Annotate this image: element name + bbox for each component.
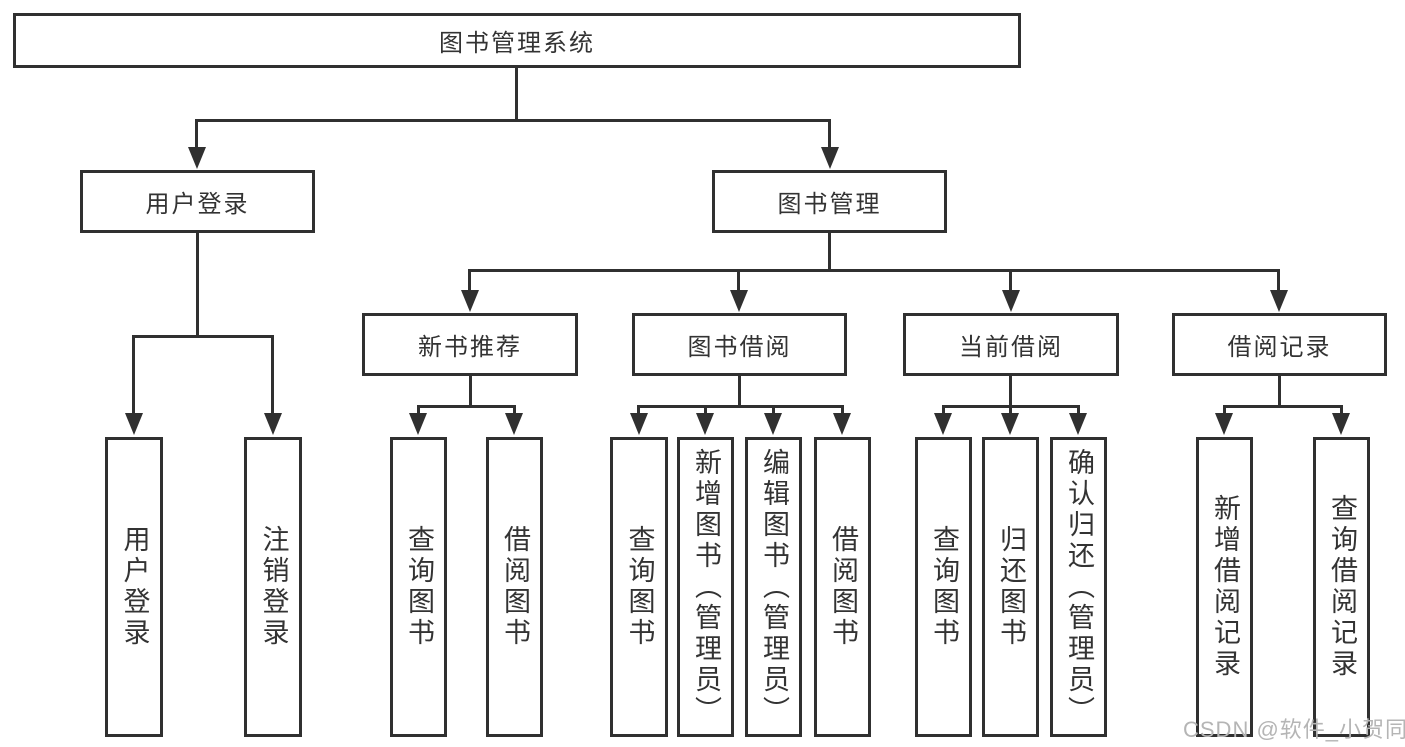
- arrowhead-down-icon: [1270, 290, 1288, 312]
- connector-line: [1277, 269, 1280, 292]
- connector-line: [828, 231, 831, 272]
- connector-line: [417, 405, 420, 417]
- leaf-label: 新增借阅记录: [1210, 494, 1240, 680]
- leaf-return-book: 归还图书: [982, 437, 1039, 737]
- leaf-label: 确认归还（管理员）: [1064, 447, 1094, 727]
- connector-line: [417, 405, 516, 408]
- leaf-label: 借阅图书: [500, 525, 530, 649]
- connector-line: [195, 119, 831, 122]
- leaf-label: 新增图书（管理员）: [691, 447, 721, 727]
- connector-line: [271, 335, 274, 415]
- leaf-label: 查询图书: [929, 525, 959, 649]
- node-user-login: 用户登录: [80, 170, 315, 233]
- connector-line: [468, 269, 471, 292]
- leaf-query-borrow-record: 查询借阅记录: [1313, 437, 1370, 737]
- leaf-label: 归还图书: [996, 525, 1026, 649]
- leaf-user-login: 用户登录: [105, 437, 163, 737]
- connector-line: [196, 231, 199, 338]
- connector-line: [1223, 405, 1226, 417]
- connector-line: [1077, 405, 1080, 417]
- leaf-label: 查询借阅记录: [1327, 494, 1357, 680]
- arrowhead-down-icon: [821, 147, 839, 169]
- connector-line: [737, 269, 740, 292]
- arrowhead-down-icon: [1001, 413, 1019, 435]
- leaf-confirm-return-admin: 确认归还（管理员）: [1050, 437, 1107, 737]
- arrowhead-down-icon: [696, 413, 714, 435]
- leaf-edit-book-admin: 编辑图书（管理员）: [745, 437, 802, 737]
- connector-line: [1223, 405, 1343, 408]
- connector-line: [942, 405, 945, 417]
- watermark: CSDN @软件_小贺同学: [1183, 717, 1405, 742]
- connector-line: [469, 374, 472, 408]
- connector-line: [132, 335, 274, 338]
- node-borrow-records: 借阅记录: [1172, 313, 1387, 376]
- leaf-label: 借阅图书: [828, 525, 858, 649]
- connector-line: [828, 119, 831, 150]
- leaf-query-books-current: 查询图书: [915, 437, 972, 737]
- node-current-borrow: 当前借阅: [903, 313, 1119, 376]
- arrowhead-down-icon: [1332, 413, 1350, 435]
- node-new-book-recommend: 新书推荐: [362, 313, 578, 376]
- arrowhead-down-icon: [730, 290, 748, 312]
- connector-line: [704, 405, 707, 417]
- connector-line: [1278, 374, 1281, 408]
- connector-line: [195, 119, 198, 150]
- leaf-label: 查询图书: [404, 525, 434, 649]
- leaf-label: 编辑图书（管理员）: [759, 447, 789, 727]
- arrowhead-down-icon: [1069, 413, 1087, 435]
- arrowhead-down-icon: [409, 413, 427, 435]
- leaf-query-books-recommend: 查询图书: [390, 437, 447, 737]
- connector-line: [637, 405, 640, 417]
- arrowhead-down-icon: [833, 413, 851, 435]
- arrowhead-down-icon: [630, 413, 648, 435]
- arrowhead-down-icon: [188, 147, 206, 169]
- connector-line: [1009, 374, 1012, 408]
- arrowhead-down-icon: [764, 413, 782, 435]
- connector-line: [468, 269, 1280, 272]
- node-label: 图书借阅: [687, 334, 792, 361]
- leaf-label: 注销登录: [258, 525, 289, 649]
- leaf-query-books-borrow: 查询图书: [610, 437, 668, 737]
- connector-line: [841, 405, 844, 417]
- node-book-management: 图书管理: [712, 170, 947, 233]
- leaf-borrow-books: 借阅图书: [814, 437, 871, 737]
- node-book-borrow: 图书借阅: [632, 313, 847, 376]
- connector-line: [132, 335, 135, 415]
- node-library-management-system: 图书管理系统: [13, 13, 1021, 68]
- node-label: 用户登录: [145, 191, 250, 218]
- leaf-add-book-admin: 新增图书（管理员）: [677, 437, 734, 737]
- connector-line: [1009, 269, 1012, 292]
- arrowhead-down-icon: [461, 290, 479, 312]
- leaf-add-borrow-record: 新增借阅记录: [1196, 437, 1253, 737]
- connector-line: [513, 405, 516, 417]
- leaf-logout: 注销登录: [244, 437, 302, 737]
- connector-line: [772, 405, 775, 417]
- leaf-label: 查询图书: [624, 525, 655, 649]
- node-label: 新书推荐: [418, 334, 522, 361]
- node-label: 借阅记录: [1227, 334, 1332, 361]
- arrowhead-down-icon: [264, 413, 282, 435]
- leaf-borrow-books-recommend: 借阅图书: [486, 437, 543, 737]
- node-label: 图书管理: [777, 191, 882, 218]
- arrowhead-down-icon: [1002, 290, 1020, 312]
- connector-line: [1009, 405, 1012, 417]
- connector-line: [1340, 405, 1343, 417]
- arrowhead-down-icon: [505, 413, 523, 435]
- arrowhead-down-icon: [934, 413, 952, 435]
- connector-line: [637, 405, 843, 408]
- arrowhead-down-icon: [125, 413, 143, 435]
- leaf-label: 用户登录: [119, 525, 150, 649]
- node-label: 当前借阅: [959, 334, 1063, 361]
- connector-line: [738, 374, 741, 408]
- node-label: 图书管理系统: [439, 30, 595, 57]
- connector-line: [515, 66, 518, 122]
- arrowhead-down-icon: [1215, 413, 1233, 435]
